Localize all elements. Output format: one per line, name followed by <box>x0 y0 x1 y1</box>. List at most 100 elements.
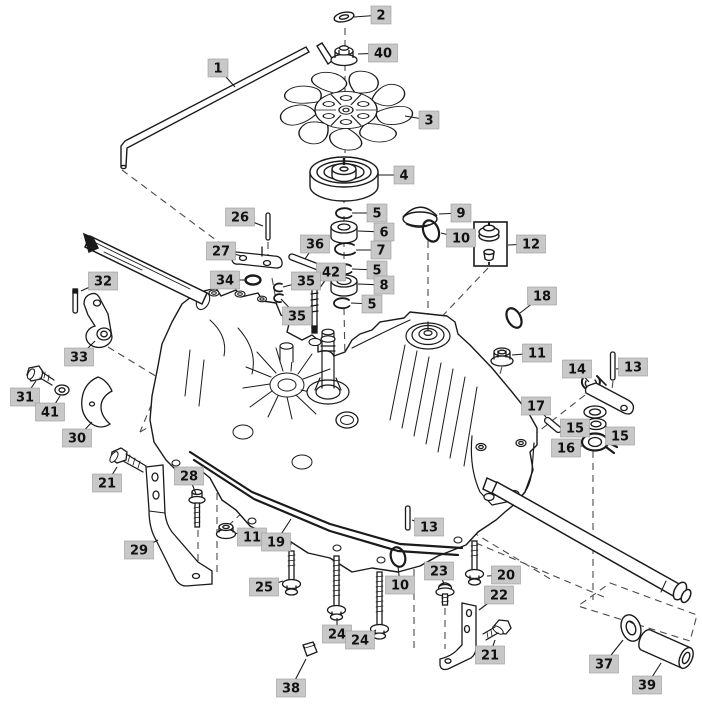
callout-tag <box>361 294 383 314</box>
callout-7: 7 <box>356 240 392 260</box>
part-42-stud <box>310 287 319 334</box>
seal-dome <box>405 321 451 350</box>
callout-number: 41 <box>41 406 59 421</box>
callout-number: 24 <box>351 634 369 649</box>
callout-33: 33 <box>64 340 96 367</box>
callout-30: 30 <box>62 421 93 448</box>
callout-tag <box>366 203 388 223</box>
part-6-bearing <box>330 220 358 244</box>
callout-tag <box>261 532 291 552</box>
case-seam <box>188 450 464 557</box>
callout-41: 41 <box>35 395 65 422</box>
callout-tag <box>206 241 236 261</box>
part-33-lever <box>83 292 113 349</box>
input-shaft <box>306 328 350 405</box>
callout-tag <box>632 675 662 695</box>
callout-8: 8 <box>357 275 395 295</box>
callout-number: 15 <box>611 430 629 445</box>
callout-21: 21 <box>92 466 122 493</box>
callout-number: 13 <box>624 361 642 376</box>
callout-number: 25 <box>255 581 273 596</box>
callout-6: 6 <box>357 222 395 242</box>
callout-number: 2 <box>376 9 385 24</box>
callout-25: 25 <box>249 577 284 597</box>
callout-number: 10 <box>391 579 409 594</box>
callout-number: 1 <box>213 62 222 77</box>
callout-tag <box>516 234 546 254</box>
callout-5: 5 <box>352 203 388 223</box>
callout-number: 23 <box>430 565 448 580</box>
left-side-parts <box>26 288 113 428</box>
callout-number: 13 <box>420 521 438 536</box>
part-5-snap-ring <box>333 297 351 310</box>
part-25-bolt <box>281 550 302 596</box>
callout-number: 11 <box>243 531 261 546</box>
cooling-fin-sunburst <box>242 347 331 420</box>
part-15-washer <box>583 405 607 419</box>
callout-number: 30 <box>68 432 86 447</box>
callout-tag <box>174 466 204 486</box>
callout-tag <box>124 540 154 560</box>
part-29-bracket <box>145 464 213 587</box>
callout-number: 42 <box>322 266 340 281</box>
callout-tag <box>484 585 514 605</box>
callout-18: 18 <box>519 286 557 314</box>
lower-fasteners <box>109 447 512 671</box>
part-21-bolt <box>482 619 512 641</box>
callout-28: 28 <box>174 466 204 495</box>
callout-number: 27 <box>212 245 230 260</box>
callout-number: 39 <box>638 679 656 694</box>
part-3-fan <box>279 70 414 151</box>
callout-number: 34 <box>216 274 234 289</box>
callout-tag <box>551 438 581 458</box>
callout-tag <box>207 58 229 78</box>
callout-tag <box>370 5 392 25</box>
left-axle-shaft <box>82 232 208 306</box>
part-34-ring <box>244 274 262 286</box>
part-11-flange-nut <box>490 347 514 367</box>
callout-number: 29 <box>130 544 148 559</box>
callout-tag <box>368 43 398 63</box>
callout-tag <box>225 207 255 227</box>
vent-plug-parts <box>402 206 523 329</box>
callout-number: 33 <box>70 351 88 366</box>
part-9-cap <box>402 206 438 228</box>
callout-number: 12 <box>522 238 540 253</box>
callout-tag <box>62 428 92 448</box>
callout-tag <box>210 270 240 290</box>
part-24-bolt <box>326 555 347 621</box>
callout-13: 13 <box>411 517 444 537</box>
callout-number: 20 <box>497 569 515 584</box>
callout-tag <box>618 357 648 377</box>
callout-tag <box>373 275 395 295</box>
callout-36: 36 <box>300 234 330 260</box>
callout-tag <box>446 228 476 248</box>
callout-number: 24 <box>328 628 346 643</box>
callout-24: 24 <box>322 618 352 644</box>
part-31-bolt <box>26 365 55 386</box>
callout-number: 35 <box>288 310 306 325</box>
callout-tag <box>300 234 330 254</box>
callout-number: 38 <box>282 682 300 697</box>
callout-40: 40 <box>357 43 398 63</box>
callout-number: 37 <box>595 658 613 673</box>
part-32-pin <box>72 288 79 314</box>
callout-tag <box>92 473 122 493</box>
callout-tag <box>475 645 505 665</box>
callout-number: 40 <box>374 47 392 62</box>
callout-13: 13 <box>615 357 648 377</box>
callout-9: 9 <box>438 203 472 223</box>
callout-5: 5 <box>350 294 383 314</box>
callout-tag <box>291 271 321 291</box>
callout-number: 16 <box>557 442 575 457</box>
transaxle-housing <box>149 287 538 573</box>
part-35-clip <box>273 282 283 293</box>
callout-number: 11 <box>528 347 546 362</box>
callout-number: 35 <box>297 275 315 290</box>
part-21-bolt <box>109 447 147 473</box>
part-14-clamp-arm <box>580 375 635 415</box>
callout-number: 31 <box>16 391 34 406</box>
part-18-oring <box>505 307 523 329</box>
callout-number: 6 <box>379 226 388 241</box>
callout-tag <box>522 343 552 363</box>
